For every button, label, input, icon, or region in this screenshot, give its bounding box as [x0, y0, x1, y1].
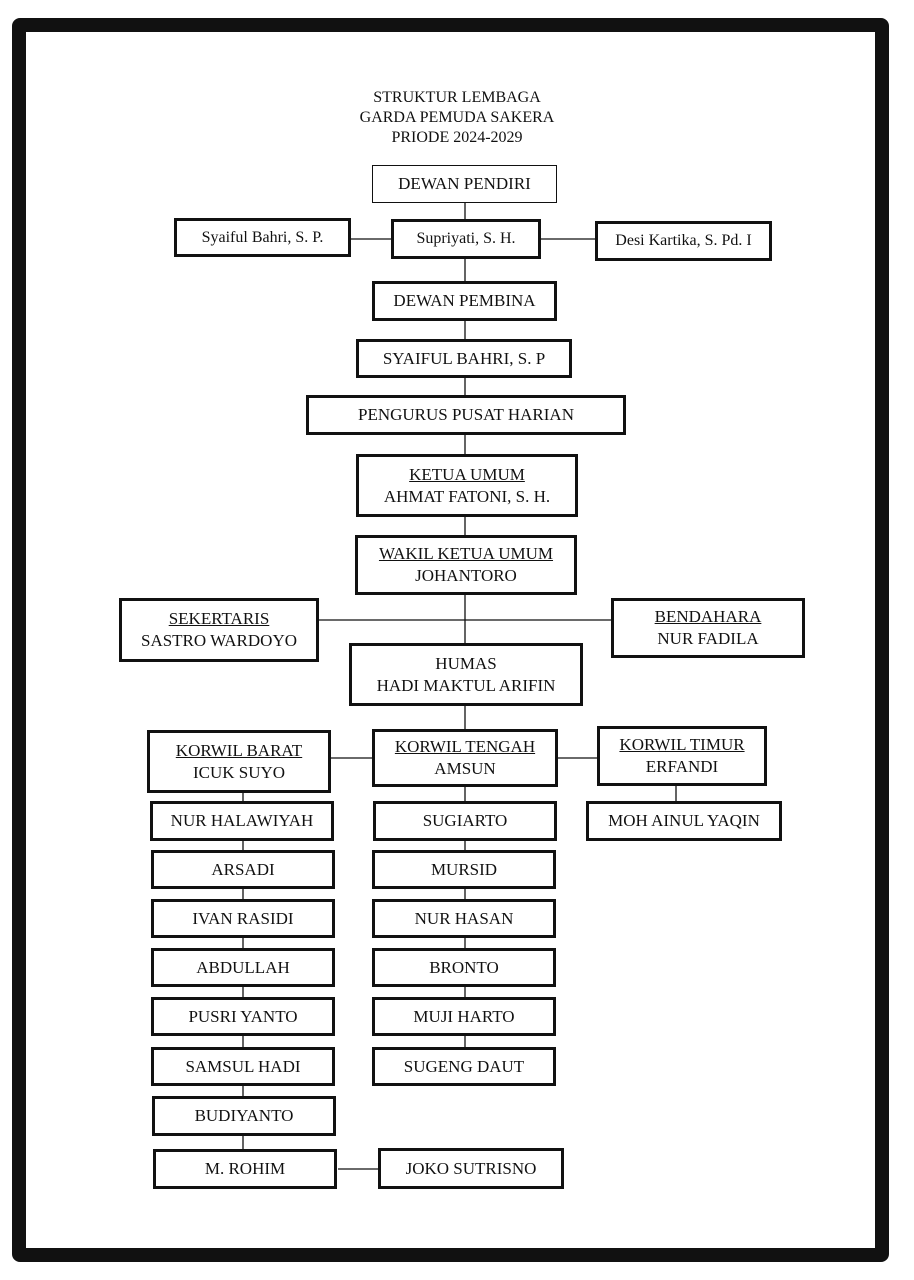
wakil-ketua-role: WAKIL KETUA UMUM: [378, 544, 554, 563]
wakil-ketua-box: WAKIL KETUA UMUM JOHANTORO: [355, 535, 577, 595]
barat-member-box: M. ROHIM: [153, 1149, 337, 1189]
barat-member-name: ARSADI: [211, 859, 275, 879]
barat-member-name: IVAN RASIDI: [192, 908, 294, 928]
korwil-barat-name: ICUK SUYO: [192, 762, 286, 782]
tengah-member-box: BRONTO: [372, 948, 556, 987]
timur-member-name: MOH AINUL YAQIN: [608, 811, 760, 830]
tengah-member-name: MUJI HARTO: [413, 1006, 515, 1026]
tengah-member-name: NUR HASAN: [414, 908, 514, 928]
dewan-pendiri-box: DEWAN PENDIRI: [372, 165, 557, 203]
korwil-tengah-box: KORWIL TENGAH AMSUN: [372, 729, 558, 787]
founder-left-name: Syaiful Bahri, S. P.: [201, 228, 324, 246]
tengah-member-box: MUJI HARTO: [372, 997, 556, 1036]
dewan-pembina-box: DEWAN PEMBINA: [372, 281, 557, 321]
barat-member-box: BUDIYANTO: [152, 1096, 336, 1136]
tengah-member-name: MURSID: [430, 859, 498, 879]
barat-member-name: BUDIYANTO: [194, 1106, 294, 1125]
bendahara-box: BENDAHARA NUR FADILA: [611, 598, 805, 658]
sekertaris-role: SEKERTARIS: [168, 609, 270, 628]
korwil-tengah-name: AMSUN: [434, 759, 496, 778]
pengurus-pusat-label: PENGURUS PUSAT HARIAN: [357, 405, 574, 424]
barat-member-box: IVAN RASIDI: [151, 899, 335, 938]
humas-box: HUMAS HADI MAKTUL ARIFIN: [349, 643, 583, 706]
sekertaris-name: SASTRO WARDOYO: [140, 631, 297, 650]
barat-member-name: ABDULLAH: [196, 957, 290, 977]
barat-extra-name: JOKO SUTRISNO: [405, 1158, 537, 1178]
barat-member-box: NUR HALAWIYAH: [150, 801, 334, 841]
pengurus-pusat-box: PENGURUS PUSAT HARIAN: [306, 395, 626, 435]
korwil-timur-name: ERFANDI: [645, 757, 719, 776]
barat-member-name: NUR HALAWIYAH: [170, 811, 314, 830]
ketua-umum-name: AHMAT FATONI, S. H.: [383, 486, 551, 506]
tengah-member-name: SUGIARTO: [422, 811, 508, 830]
barat-member-box: ARSADI: [151, 850, 335, 889]
sekertaris-box: SEKERTARIS SASTRO WARDOYO: [119, 598, 319, 662]
founder-center-box: Supriyati, S. H.: [391, 219, 541, 259]
korwil-timur-box: KORWIL TIMUR ERFANDI: [597, 726, 767, 786]
barat-member-name: SAMSUL HADI: [185, 1056, 301, 1076]
tengah-member-name: SUGENG DAUT: [403, 1056, 525, 1076]
title-line-2: GARDA PEMUDA SAKERA: [359, 109, 555, 126]
barat-member-box: SAMSUL HADI: [151, 1047, 335, 1086]
wakil-ketua-name: JOHANTORO: [415, 566, 517, 585]
barat-member-box: PUSRI YANTO: [151, 997, 335, 1036]
dewan-pendiri-label: DEWAN PENDIRI: [398, 174, 531, 193]
bendahara-name: NUR FADILA: [657, 629, 759, 648]
pembina-name-box: SYAIFUL BAHRI, S. P: [356, 339, 572, 378]
barat-member-name: M. ROHIM: [204, 1159, 286, 1178]
founder-left-box: Syaiful Bahri, S. P.: [174, 218, 351, 257]
timur-member-box: MOH AINUL YAQIN: [586, 801, 782, 841]
pembina-name: SYAIFUL BAHRI, S. P: [382, 348, 546, 368]
humas-role: HUMAS: [435, 653, 497, 673]
humas-name: HADI MAKTUL ARIFIN: [376, 675, 556, 695]
ketua-umum-role: KETUA UMUM: [409, 464, 525, 484]
tengah-member-name: BRONTO: [429, 957, 499, 977]
founder-right-name: Desi Kartika, S. Pd. I: [615, 232, 752, 249]
barat-extra-box: JOKO SUTRISNO: [378, 1148, 564, 1189]
tengah-member-box: NUR HASAN: [372, 899, 556, 938]
title-line-1: STRUKTUR LEMBAGA: [373, 89, 541, 106]
korwil-barat-role: KORWIL BARAT: [175, 740, 303, 760]
korwil-timur-role: KORWIL TIMUR: [619, 735, 745, 754]
founder-center-name: Supriyati, S. H.: [416, 230, 516, 247]
dewan-pembina-label: DEWAN PEMBINA: [393, 291, 536, 310]
ketua-umum-box: KETUA UMUM AHMAT FATONI, S. H.: [356, 454, 578, 517]
tengah-member-box: MURSID: [372, 850, 556, 889]
tengah-member-box: SUGENG DAUT: [372, 1047, 556, 1086]
tengah-member-box: SUGIARTO: [373, 801, 557, 841]
chart-title: STRUKTUR LEMBAGA GARDA PEMUDA SAKERA PRI…: [0, 88, 914, 148]
founder-right-box: Desi Kartika, S. Pd. I: [595, 221, 772, 261]
korwil-barat-box: KORWIL BARAT ICUK SUYO: [147, 730, 331, 793]
korwil-tengah-role: KORWIL TENGAH: [394, 737, 536, 756]
bendahara-role: BENDAHARA: [654, 607, 762, 626]
title-line-3: PRIODE 2024-2029: [391, 129, 523, 146]
barat-member-box: ABDULLAH: [151, 948, 335, 987]
barat-member-name: PUSRI YANTO: [188, 1006, 298, 1026]
